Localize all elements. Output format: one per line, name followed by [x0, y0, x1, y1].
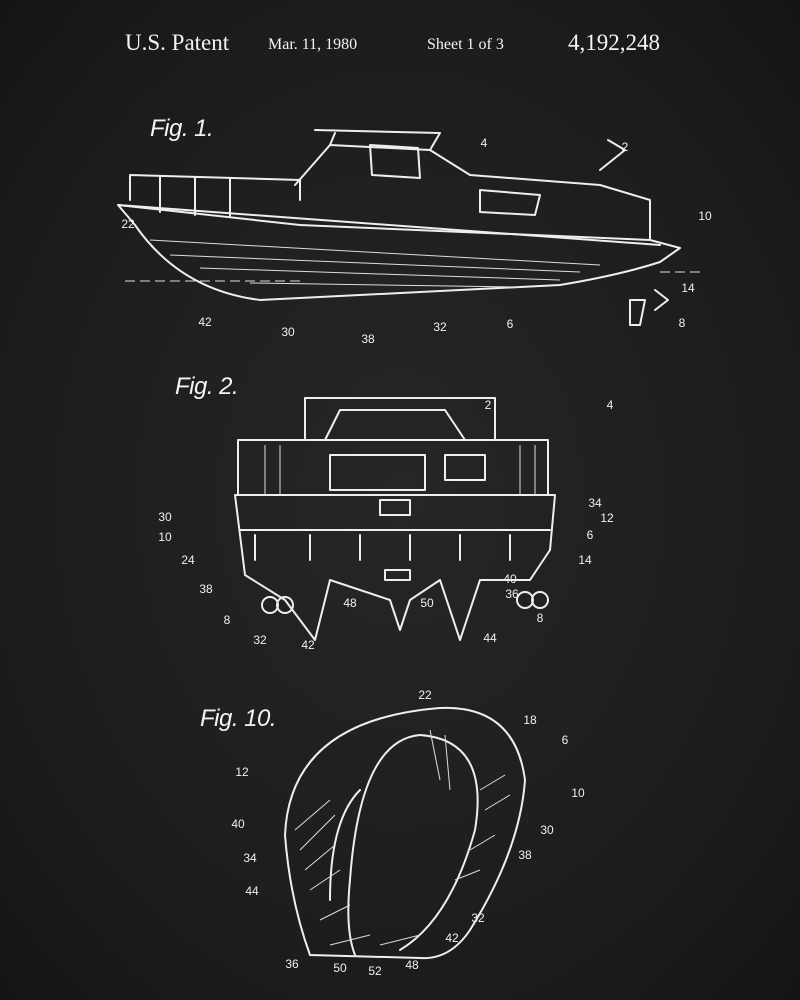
figure-10-hull-bow-view — [284, 706, 526, 960]
reference-numeral: 34 — [588, 496, 602, 510]
reference-numeral: 12 — [600, 511, 614, 525]
reference-numeral: 50 — [420, 596, 434, 610]
reference-numeral: 10 — [698, 209, 712, 223]
reference-numeral: 30 — [540, 823, 554, 837]
reference-numeral: 6 — [561, 733, 569, 747]
reference-numeral: 50 — [333, 961, 347, 975]
patent-date: Mar. 11, 1980 — [268, 36, 358, 53]
reference-numeral: 36 — [505, 587, 519, 601]
reference-numeral: 36 — [285, 957, 299, 971]
reference-numeral: 22 — [418, 688, 432, 702]
reference-numeral: 8 — [536, 611, 544, 625]
reference-numeral: 38 — [199, 582, 213, 596]
reference-numeral: 6 — [506, 317, 514, 331]
reference-numeral: 30 — [281, 325, 295, 339]
reference-numeral: 18 — [523, 713, 537, 727]
figure-1-title: Fig. 1. — [150, 115, 214, 142]
reference-numeral: 6 — [586, 528, 594, 542]
reference-numeral: 52 — [368, 964, 382, 978]
reference-numeral: 32 — [471, 911, 485, 925]
reference-numeral: 8 — [223, 613, 231, 627]
reference-numeral: 42 — [445, 931, 459, 945]
reference-numeral: 4 — [606, 398, 614, 412]
patent-number: 4,192,248 — [568, 30, 660, 55]
reference-numeral: 24 — [181, 553, 195, 567]
reference-numeral: 32 — [253, 633, 267, 647]
reference-numeral: 10 — [158, 530, 172, 544]
reference-numeral: 8 — [678, 316, 686, 330]
reference-numeral: 38 — [361, 332, 375, 346]
figure-2-title: Fig. 2. — [175, 373, 239, 400]
figure-2-boat-rear-view — [234, 397, 556, 641]
reference-numeral: 22 — [121, 217, 135, 231]
reference-numeral: 32 — [433, 320, 447, 334]
reference-numeral: 14 — [681, 281, 695, 295]
reference-numeral: 48 — [405, 958, 419, 972]
reference-numeral: 40 — [503, 572, 517, 586]
reference-numeral: 42 — [198, 315, 212, 329]
reference-numeral: 38 — [518, 848, 532, 862]
reference-numeral: 42 — [301, 638, 315, 652]
reference-numeral: 2 — [484, 398, 492, 412]
reference-numeral: 30 — [158, 510, 172, 524]
reference-numeral: 14 — [578, 553, 592, 567]
reference-numeral: 34 — [243, 851, 257, 865]
sheet-number: Sheet 1 of 3 — [427, 36, 504, 53]
reference-numeral: 2 — [621, 140, 629, 154]
figure-1-boat-side-view — [117, 129, 700, 326]
reference-numeral: 4 — [480, 136, 488, 150]
reference-numeral: 10 — [571, 786, 585, 800]
figure-10-title: Fig. 10. — [200, 705, 277, 732]
reference-numeral: 44 — [483, 631, 497, 645]
patent-title: U.S. Patent — [125, 30, 230, 55]
reference-numeral: 48 — [343, 596, 357, 610]
reference-numeral: 12 — [235, 765, 249, 779]
reference-numeral: 44 — [245, 884, 259, 898]
reference-numeral: 40 — [231, 817, 245, 831]
